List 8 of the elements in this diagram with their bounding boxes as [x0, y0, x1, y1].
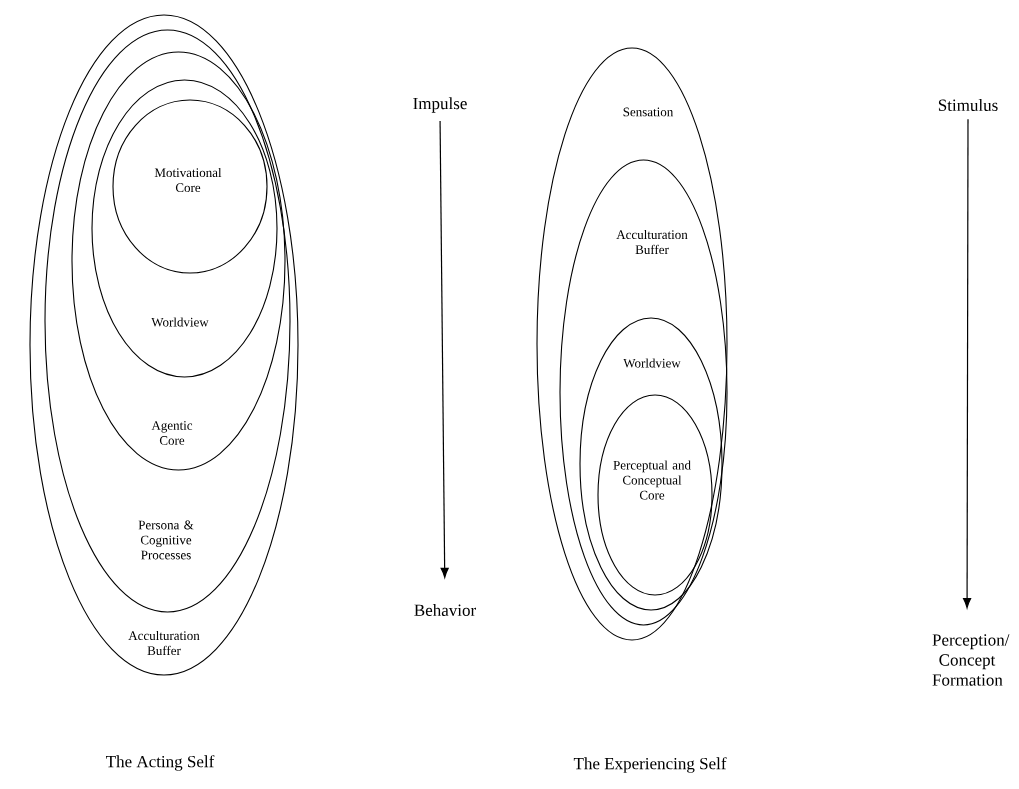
panel-caption: The Acting Self [106, 755, 215, 771]
flow-label: Perception/ Concept Formation [932, 634, 1010, 686]
panel-caption: The Experiencing Self [573, 757, 727, 773]
arrow [439, 120, 449, 578]
arrow [963, 118, 972, 609]
flow-label: Behavior [414, 604, 476, 616]
flow-label: Stimulus [938, 99, 998, 111]
flow-label: Impulse [413, 97, 467, 113]
